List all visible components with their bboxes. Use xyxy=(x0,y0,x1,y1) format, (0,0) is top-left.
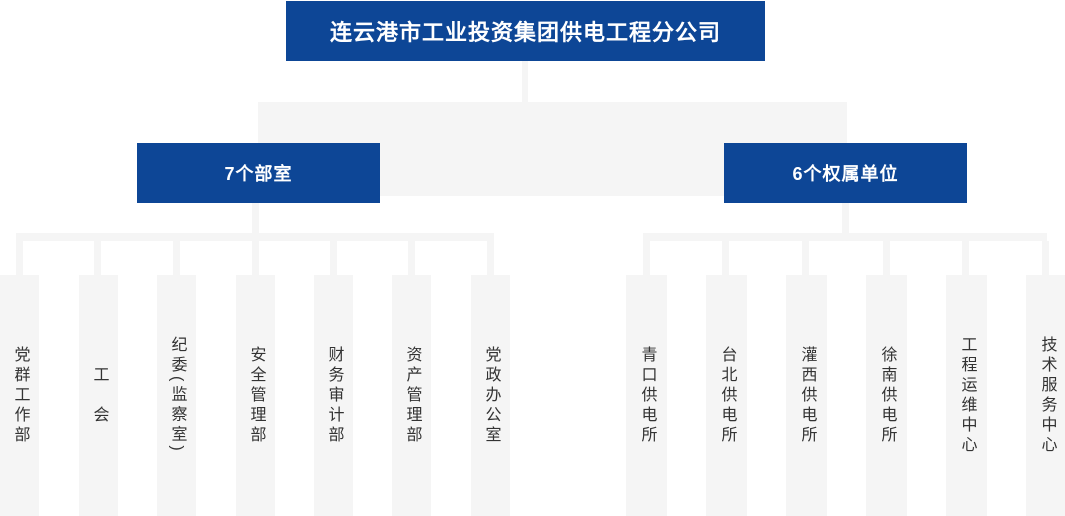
leaf-node: 徐南供电所 xyxy=(866,275,907,516)
connector-line xyxy=(643,241,650,275)
connector-line xyxy=(962,241,969,275)
leaf-label: 青口供电所 xyxy=(638,345,656,446)
leaf-label: 纪委(监察室) xyxy=(168,336,186,455)
leaf-label: 党政办公室 xyxy=(482,345,500,446)
leaf-label: 灌西供电所 xyxy=(798,345,816,446)
connector-line xyxy=(252,241,259,275)
connector-line xyxy=(1042,241,1049,275)
leaf-node: 财务审计部 xyxy=(314,275,353,516)
connector-left-bar xyxy=(16,233,494,241)
connector-line xyxy=(802,241,809,275)
leaf-label: 徐南供电所 xyxy=(878,345,896,446)
connector-right-drop xyxy=(842,203,849,233)
leaf-node: 灌西供电所 xyxy=(786,275,827,516)
org-root-label: 连云港市工业投资集团供电工程分公司 xyxy=(329,20,721,45)
connector-line xyxy=(94,241,101,275)
connector-line xyxy=(330,241,337,275)
group-label: 6个权属单位 xyxy=(792,164,899,184)
leaf-node: 资产管理部 xyxy=(392,275,431,516)
leaf-label: 工程运维中心 xyxy=(958,335,976,456)
org-root-node: 连云港市工业投资集团供电工程分公司 xyxy=(286,1,765,61)
group-node-subsidiaries: 6个权属单位 xyxy=(724,143,967,203)
leaf-node: 青口供电所 xyxy=(626,275,667,516)
leaf-label: 财务审计部 xyxy=(325,345,343,446)
connector-line xyxy=(173,241,180,275)
connector-line xyxy=(722,241,729,275)
connector-right-bar xyxy=(643,233,1047,241)
connector-line xyxy=(408,241,415,275)
group-node-departments: 7个部室 xyxy=(137,143,380,203)
leaf-label: 工 会 xyxy=(90,365,108,426)
leaf-node: 工 会 xyxy=(79,275,118,516)
leaf-node: 台北供电所 xyxy=(706,275,747,516)
leaf-node: 党政办公室 xyxy=(471,275,510,516)
leaf-label: 技术服务中心 xyxy=(1038,335,1056,456)
connector-left-drop xyxy=(252,203,259,233)
leaf-node: 纪委(监察室) xyxy=(157,275,196,516)
leaf-label: 安全管理部 xyxy=(247,345,265,446)
leaf-node: 技术服务中心 xyxy=(1026,275,1065,516)
leaf-node: 安全管理部 xyxy=(236,275,275,516)
leaf-label: 资产管理部 xyxy=(403,345,421,446)
leaf-node: 工程运维中心 xyxy=(946,275,987,516)
connector-root-stub xyxy=(522,61,528,102)
connector-line xyxy=(16,241,23,275)
leaf-label: 台北供电所 xyxy=(718,345,736,446)
leaf-node: 党群工作部 xyxy=(0,275,39,516)
connector-line xyxy=(883,241,890,275)
leaf-label: 党群工作部 xyxy=(11,345,29,446)
connector-line xyxy=(487,241,494,275)
group-label: 7个部室 xyxy=(224,164,293,184)
